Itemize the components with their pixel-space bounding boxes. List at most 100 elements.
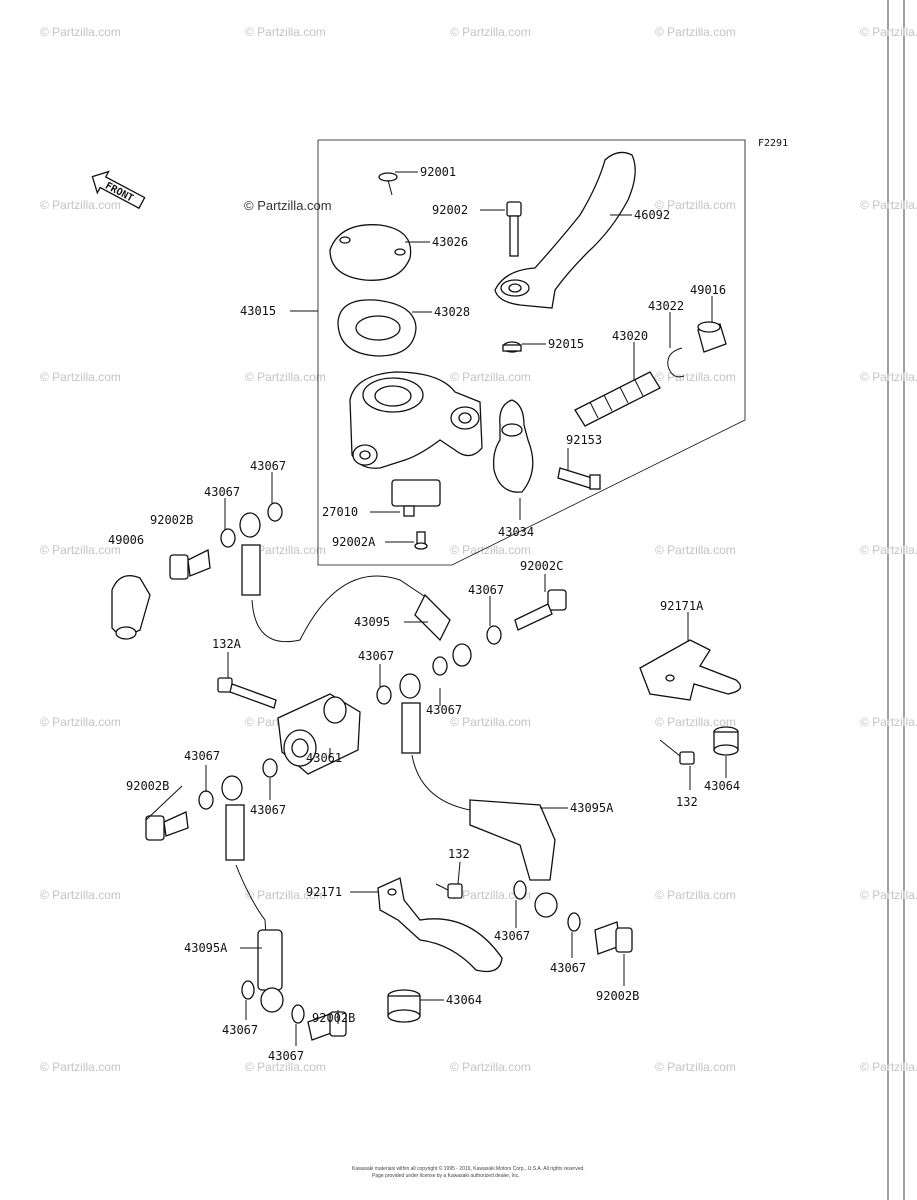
watermark: © Partzilla.com [860,715,917,729]
diagram-code: F2291 [758,138,788,149]
part-label: 43067 [468,583,504,597]
master-cylinder-body-43015-part [349,371,483,469]
part-label: 43067 [268,1049,304,1063]
part-label: 92015 [548,337,584,351]
part-label: 43015 [240,304,276,318]
part-label: 43028 [434,305,470,319]
watermark: © Partzilla.com [655,198,736,212]
dust-boot-49016-part [697,321,727,353]
watermark: © Partzilla.com [40,888,121,902]
watermark: © Partzilla.com [655,888,736,902]
watermark: © Partzilla.com [40,198,121,212]
clamp-bolt-92153-part [557,467,601,490]
part-label: 132 [676,795,698,809]
watermark: © Partzilla.com [450,543,531,557]
part-label: 43067 [250,459,286,473]
banjo-bolt-92002B-part [594,921,633,955]
washer-43067-part [567,912,581,932]
watermark: © Partzilla.com [655,25,736,39]
grommet-43064-part [713,726,739,756]
watermark-grid: © Partzilla.com © Partzilla.com © Partzi… [40,25,917,1074]
washer-43067-part [198,790,214,810]
part-label: 43067 [222,1023,258,1037]
part-label: 92001 [420,165,456,179]
watermark: © Partzilla.com [450,1060,531,1074]
banjo-bolt-92002B-part [169,549,211,580]
washer-43067-part [376,685,392,705]
watermark: © Partzilla.com [450,370,531,384]
part-label: 43034 [498,525,534,539]
part-label: 43022 [648,299,684,313]
part-label: 43067 [550,961,586,975]
diaphragm-43028-part [337,299,417,357]
brake-hose-43095A-right-part [399,673,558,918]
part-label: 43067 [494,929,530,943]
bleeder-cap-49006-part [111,575,151,640]
watermark: © Partzilla.com [860,1060,917,1074]
part-label: 43067 [426,703,462,717]
washer-43067-part [267,502,283,522]
brake-switch-27010-part [391,479,441,517]
part-label: 92002 [432,203,468,217]
screw-92002A-part [414,531,428,550]
watermark: © Partzilla.com [860,888,917,902]
part-label: 43067 [358,649,394,663]
banjo-bolt-92002C-part [514,589,567,631]
brake-hose-43095A-left-part [221,775,284,1013]
brake-lever-46092-part [494,151,636,309]
washer-43067-part [513,880,527,900]
circlip-43022-part [667,347,685,378]
reservoir-cap-43026-part [329,224,412,281]
watermark: © Partzilla.com [450,715,531,729]
part-label: 43020 [612,329,648,343]
watermark: © Partzilla.com [40,25,121,39]
watermark: © Partzilla.com [655,1060,736,1074]
brand-mark: © Partzilla.com [244,198,332,213]
part-number-labels: 92001 92002 46092 43026 43015 43028 4901… [108,165,740,1063]
brake-hose-43095-part [239,512,472,667]
part-label: 92002B [150,513,193,527]
part-label: 43095A [184,941,228,955]
hose-bracket-92171A-part [639,639,742,701]
washer-43067-part [241,980,255,1000]
pivot-bolt-92002-part [506,201,522,257]
part-label: 43067 [250,803,286,817]
watermark: © Partzilla.com [245,1060,326,1074]
watermark: © Partzilla.com [245,543,326,557]
bolt-132-part [659,739,695,765]
part-label: 43064 [446,993,482,1007]
clamp-43034-part [492,399,534,493]
part-label: 132 [448,847,470,861]
washer-43067-part [432,656,448,676]
part-label: 92153 [566,433,602,447]
part-label: 43026 [432,235,468,249]
part-label: 43095A [570,801,614,815]
part-label: 43064 [704,779,740,793]
bolt-132-part [435,883,463,899]
watermark: © Partzilla.com [40,543,121,557]
banjo-bolt-92002B-part [145,811,189,841]
part-label: 92002B [596,989,639,1003]
master-cylinder-assembly-frame [317,139,746,566]
three-way-joint-43061-part [277,693,361,775]
watermark: © Partzilla.com [40,715,121,729]
bolt-132A-part [217,677,277,709]
watermark: © Partzilla.com [450,888,531,902]
hose-bracket-92171-part [377,877,503,973]
part-label: 92002B [312,1011,355,1025]
watermark: © Partzilla.com [655,543,736,557]
watermark: © Partzilla.com [860,370,917,384]
part-label: 92171A [660,599,704,613]
part-label: 43067 [204,485,240,499]
part-label: 49016 [690,283,726,297]
watermark: © Partzilla.com [245,25,326,39]
watermark: © Partzilla.com [860,198,917,212]
watermark: © Partzilla.com [655,370,736,384]
part-label: 132A [212,637,242,651]
washer-43067-part [220,528,236,548]
watermark: © Partzilla.com [860,543,917,557]
part-label: 92002B [126,779,169,793]
part-label: 92002C [520,559,563,573]
